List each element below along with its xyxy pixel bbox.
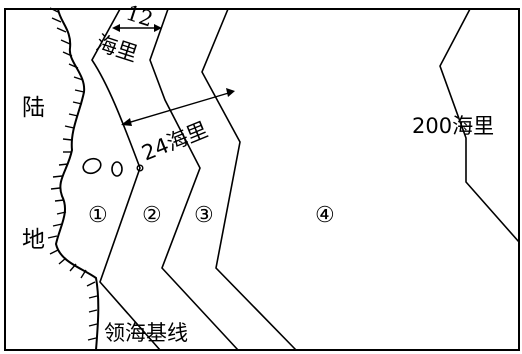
territorial-sea-limit-line: [149, 8, 239, 351]
baseline-label: 领海基线: [104, 321, 188, 345]
land-label-bottom: 地: [22, 227, 45, 253]
coastline-hatching: [47, 7, 98, 341]
island-large: [82, 157, 102, 175]
distance-24-arrowhead-right: [226, 88, 235, 97]
distance-12-arrowhead-left: [112, 24, 120, 32]
zone-label-4: ④: [315, 203, 335, 228]
baseline-line: [91, 8, 161, 351]
distance-200-label: 200海里: [412, 114, 494, 138]
zone-label-2: ②: [142, 203, 162, 228]
distance-24-arrowhead-left: [121, 118, 132, 126]
distance-12-unit: 海里: [93, 31, 140, 67]
coastline: [54, 8, 100, 351]
contiguous-zone-limit-line: [201, 8, 297, 351]
zone-label-3: ③: [194, 203, 214, 228]
eez-limit-line: [439, 8, 520, 243]
island-small: [111, 161, 123, 177]
distance-24-label: 24海里: [138, 117, 211, 165]
diagram-frame: [4, 8, 520, 351]
distance-12-value: 12: [123, 1, 156, 32]
zone-label-1: ①: [88, 203, 108, 228]
land-label-top: 陆: [22, 95, 45, 121]
distance-24-arrow: [123, 91, 233, 125]
distance-12-arrowhead-right: [154, 24, 162, 32]
